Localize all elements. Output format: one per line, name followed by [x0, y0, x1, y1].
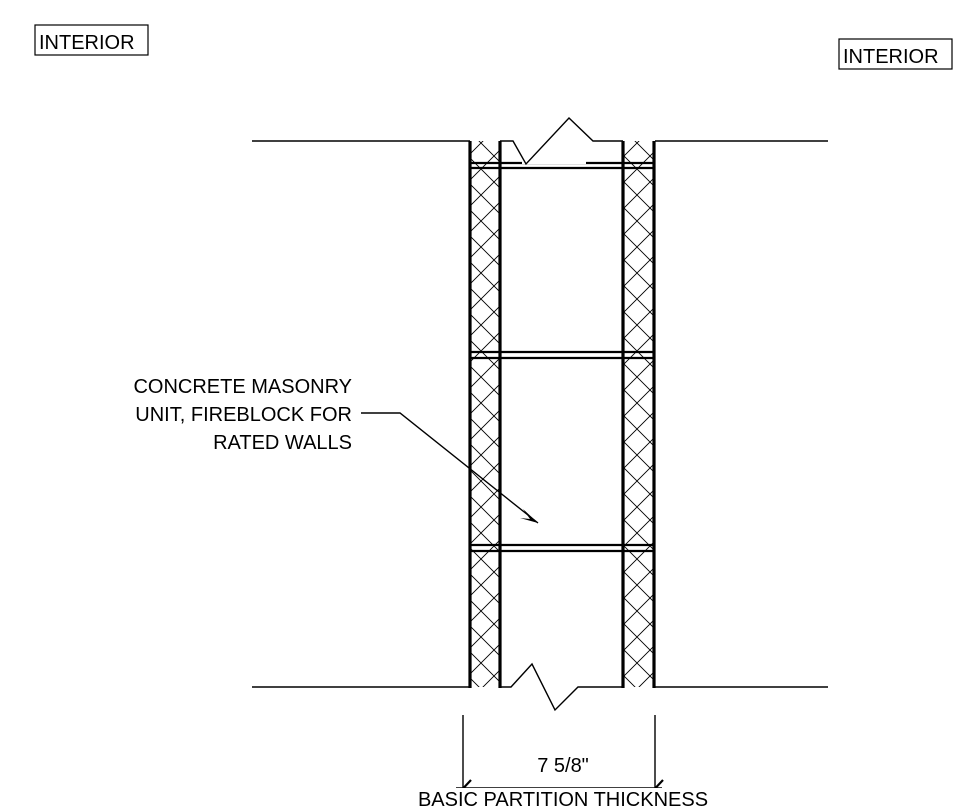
dim-caption: BASIC PARTITION THICKNESS: [418, 789, 708, 808]
bottom-break-line: [500, 662, 623, 712]
face-shell-right: [623, 141, 654, 687]
leader-arrowhead: [520, 509, 538, 523]
callout-line-2: UNIT, FIREBLOCK FOR: [135, 404, 352, 426]
dim-value: 7 5/8": [537, 755, 589, 777]
top-break-line: [500, 117, 623, 166]
face-shell-left: [470, 141, 500, 687]
interior-tag-left: INTERIOR: [34, 24, 149, 56]
top-break-symbol: [500, 117, 623, 166]
tag-box-right: [838, 38, 953, 70]
tag-box-left: [34, 24, 149, 56]
interior-tag-right: INTERIOR: [838, 38, 953, 70]
tag-label-left: INTERIOR: [39, 32, 135, 54]
callout-line-1: CONCRETE MASONRY: [133, 376, 352, 398]
leader-line: [361, 412, 539, 524]
tag-label-right: INTERIOR: [843, 46, 939, 68]
bottom-break-symbol: [500, 662, 623, 712]
callout-line-3: RATED WALLS: [213, 432, 352, 454]
hatch-left: [470, 141, 500, 687]
bottom-break-mask: [500, 668, 623, 708]
callout-leader: [361, 412, 539, 524]
hatch-right: [623, 141, 654, 687]
dimension-annotation: 7 5/8" BASIC PARTITION THICKNESS: [380, 715, 746, 808]
